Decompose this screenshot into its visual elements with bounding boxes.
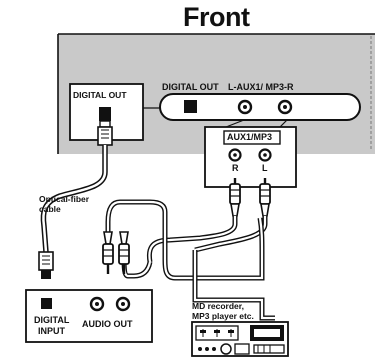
- aux-title-box: [223, 130, 281, 145]
- upper-rca-plug-l: [259, 178, 271, 217]
- aux-l-label: L: [262, 163, 268, 173]
- cable-label-line1: Optical-fiber: [39, 194, 90, 204]
- jack-strip: [159, 93, 361, 121]
- audio-out-label: AUDIO OUT: [82, 319, 133, 329]
- digital-input-label-line1: DIGITAL: [34, 315, 70, 325]
- aux-title-label: AUX1/MP3: [227, 132, 273, 142]
- panel-aux-label: L-AUX1/ MP3-R: [228, 82, 294, 92]
- callout-digital-out-label: DIGITAL OUT: [73, 90, 127, 100]
- aux-r-label: R: [232, 163, 239, 173]
- cable-label-line2: cable: [39, 204, 61, 214]
- device-optical-input: [41, 298, 52, 309]
- callout-optical-jack: [99, 107, 111, 121]
- lower-rca-plug-left: [102, 231, 114, 274]
- player-device-illustration: [191, 321, 289, 357]
- player-caption-line1: MD recorder,: [192, 301, 244, 311]
- panel-digital-out-label: DIGITAL OUT: [162, 82, 219, 92]
- upper-rca-plug-r: [229, 178, 241, 217]
- player-caption-line2: MP3 player etc.: [192, 311, 254, 321]
- panel-optical-jack: [184, 100, 197, 113]
- diagram-title: Front: [183, 2, 250, 32]
- lower-rca-plug-right: [118, 231, 130, 274]
- digital-input-label-line2: INPUT: [38, 326, 65, 336]
